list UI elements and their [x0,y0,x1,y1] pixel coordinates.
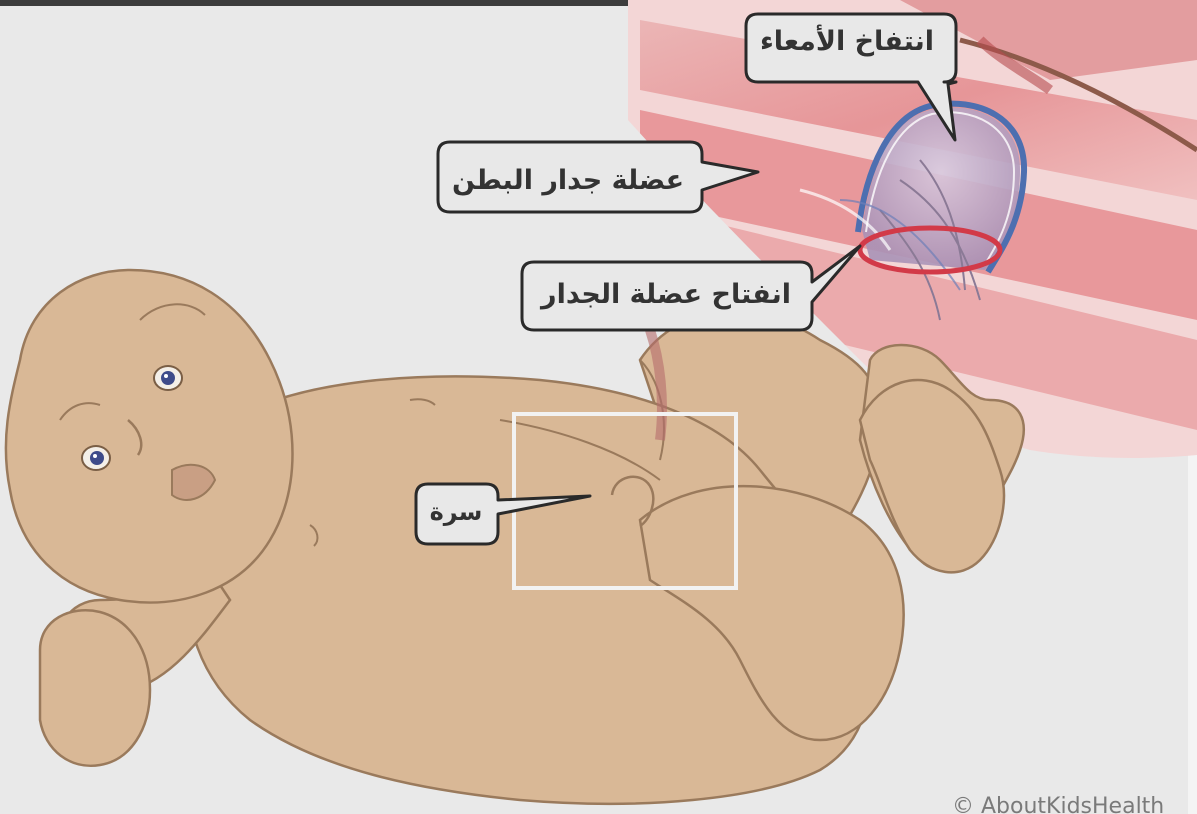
fist [40,610,150,765]
label-abdominal-wall-muscle: عضلة جدار البطن [438,167,698,194]
watermark: © AboutKidsHealth [952,796,1164,814]
label-herniation: انتفاخ الأمعاء [748,28,946,55]
label-wall-muscle-opening: انفتاح عضلة الجدار [522,281,810,308]
label-navel: سرة [420,500,492,524]
